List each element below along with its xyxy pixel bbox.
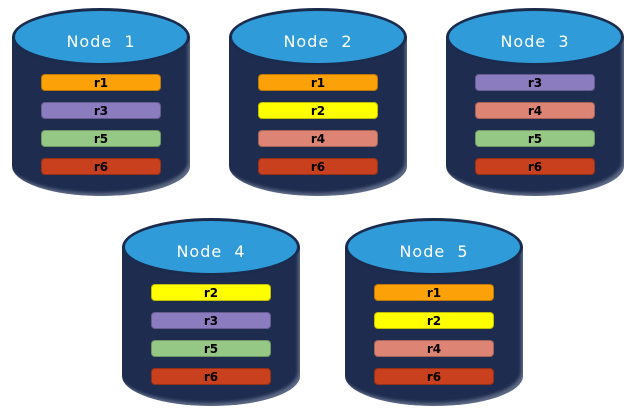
replica-label: r2 bbox=[203, 286, 219, 300]
node-title: Node 1 bbox=[66, 31, 136, 51]
replica-bar-r4: r4 bbox=[258, 130, 378, 147]
replica-label: r5 bbox=[93, 132, 109, 146]
replica-label: r4 bbox=[426, 342, 442, 356]
replica-bar-r3: r3 bbox=[151, 312, 271, 329]
replica-label: r4 bbox=[310, 132, 326, 146]
replica-bar-r2: r2 bbox=[151, 284, 271, 301]
replica-bar-r3: r3 bbox=[41, 102, 161, 119]
db-cylinder-top: Node 4 bbox=[122, 218, 300, 276]
db-node-4: Node 4 r2 r3 r5 r6 bbox=[122, 218, 300, 406]
replica-label: r1 bbox=[426, 286, 442, 300]
replica-label: r6 bbox=[93, 160, 109, 174]
db-node-3: Node 3 r3 r4 r5 r6 bbox=[446, 8, 624, 196]
replica-bar-list: r1 r2 r4 r6 bbox=[374, 284, 494, 385]
replica-bar-list: r3 r4 r5 r6 bbox=[475, 74, 595, 175]
replica-bar-r3: r3 bbox=[475, 74, 595, 91]
node-title: Node 2 bbox=[283, 31, 353, 51]
replica-bar-r5: r5 bbox=[41, 130, 161, 147]
node-title: Node 3 bbox=[500, 31, 570, 51]
db-node-1: Node 1 r1 r3 r5 r6 bbox=[12, 8, 190, 196]
db-cylinder-top: Node 2 bbox=[229, 8, 407, 66]
replica-label: r6 bbox=[203, 370, 219, 384]
replica-label: r5 bbox=[203, 342, 219, 356]
replica-label: r6 bbox=[426, 370, 442, 384]
replica-bar-r1: r1 bbox=[41, 74, 161, 91]
replica-label: r6 bbox=[527, 160, 543, 174]
replica-bar-r2: r2 bbox=[374, 312, 494, 329]
replica-label: r5 bbox=[527, 132, 543, 146]
replica-bar-r1: r1 bbox=[374, 284, 494, 301]
replica-bar-r6: r6 bbox=[374, 368, 494, 385]
replica-bar-r6: r6 bbox=[151, 368, 271, 385]
replica-bar-r6: r6 bbox=[41, 158, 161, 175]
replica-bar-r6: r6 bbox=[475, 158, 595, 175]
replica-label: r3 bbox=[527, 76, 543, 90]
replica-bar-r4: r4 bbox=[475, 102, 595, 119]
replica-label: r3 bbox=[93, 104, 109, 118]
replica-bar-list: r1 r3 r5 r6 bbox=[41, 74, 161, 175]
replica-bar-r6: r6 bbox=[258, 158, 378, 175]
replica-label: r2 bbox=[310, 104, 326, 118]
replica-label: r3 bbox=[203, 314, 219, 328]
replica-bar-r1: r1 bbox=[258, 74, 378, 91]
node-title: Node 4 bbox=[176, 241, 246, 261]
replica-label: r6 bbox=[310, 160, 326, 174]
db-cylinder-top: Node 3 bbox=[446, 8, 624, 66]
replica-label: r1 bbox=[93, 76, 109, 90]
replica-bar-list: r1 r2 r4 r6 bbox=[258, 74, 378, 175]
replica-bar-r4: r4 bbox=[374, 340, 494, 357]
node-title: Node 5 bbox=[399, 241, 469, 261]
db-node-2: Node 2 r1 r2 r4 r6 bbox=[229, 8, 407, 196]
replica-label: r2 bbox=[426, 314, 442, 328]
db-node-5: Node 5 r1 r2 r4 r6 bbox=[345, 218, 523, 406]
replica-bar-r2: r2 bbox=[258, 102, 378, 119]
db-cylinder-top: Node 1 bbox=[12, 8, 190, 66]
replica-bar-list: r2 r3 r5 r6 bbox=[151, 284, 271, 385]
replica-label: r1 bbox=[310, 76, 326, 90]
replica-bar-r5: r5 bbox=[151, 340, 271, 357]
replica-label: r4 bbox=[527, 104, 543, 118]
db-cylinder-top: Node 5 bbox=[345, 218, 523, 276]
replica-bar-r5: r5 bbox=[475, 130, 595, 147]
